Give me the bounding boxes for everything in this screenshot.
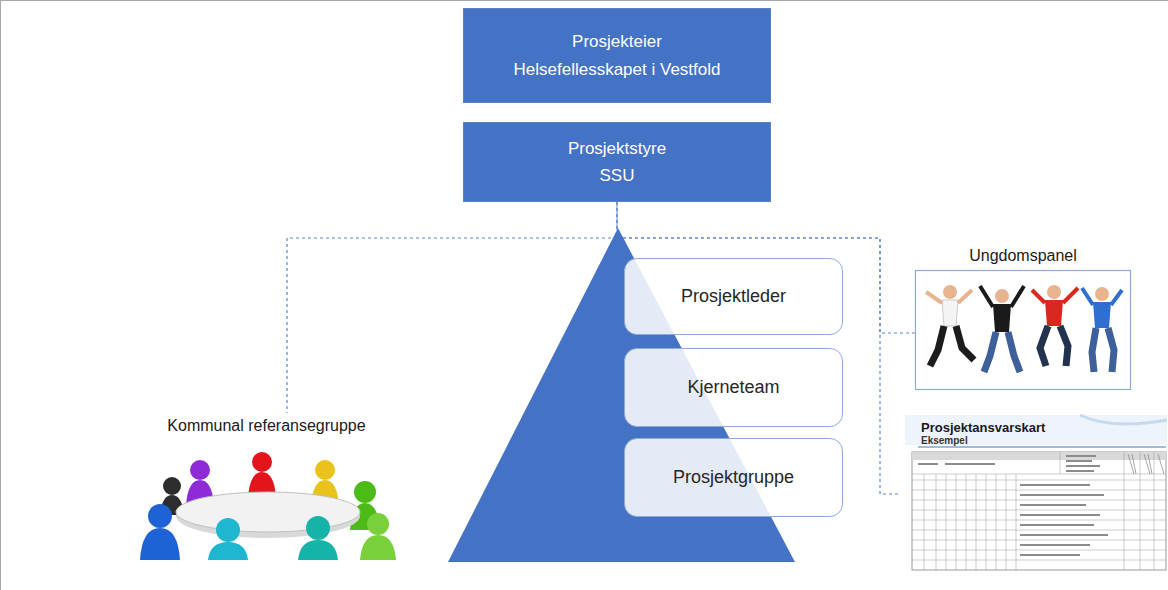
level-box: Kjerneteam [624, 348, 843, 427]
level-label: Prosjektleder [681, 286, 786, 307]
box-subtitle: Helsefellesskapet i Vestfold [514, 56, 721, 83]
box-title: Prosjekteier [572, 28, 662, 55]
frame-line [0, 0, 1168, 1]
box-subtitle: SSU [600, 162, 635, 189]
meeting-illustration [123, 445, 410, 560]
box-title: Prosjektstyre [568, 135, 666, 162]
level-label: Kjerneteam [687, 377, 779, 398]
frame-line [0, 0, 1, 590]
chart-subtitle: Eksempel [921, 435, 1166, 446]
owner-box: ProsjekteierHelsefellesskapet i Vestfold [463, 8, 771, 103]
stem-line [616, 202, 617, 230]
youth-panel: Ungdomspanel [915, 243, 1131, 390]
group-heading: Kommunal referansegruppe [167, 417, 365, 435]
reference-group: Kommunal referansegruppe [123, 413, 410, 560]
group-heading: Ungdomspanel [969, 247, 1077, 265]
chart-illustration [905, 415, 1167, 570]
board-box: ProsjektstyreSSU [463, 122, 771, 202]
youth-illustration [916, 271, 1131, 390]
level-label: Prosjektgruppe [673, 467, 794, 488]
chart-title: Prosjektansvarskart [921, 420, 1166, 435]
level-box: Prosjektleder [624, 258, 843, 335]
level-box: Prosjektgruppe [624, 438, 843, 517]
responsibility-chart: ProsjektansvarskartEksempel [901, 415, 1166, 570]
